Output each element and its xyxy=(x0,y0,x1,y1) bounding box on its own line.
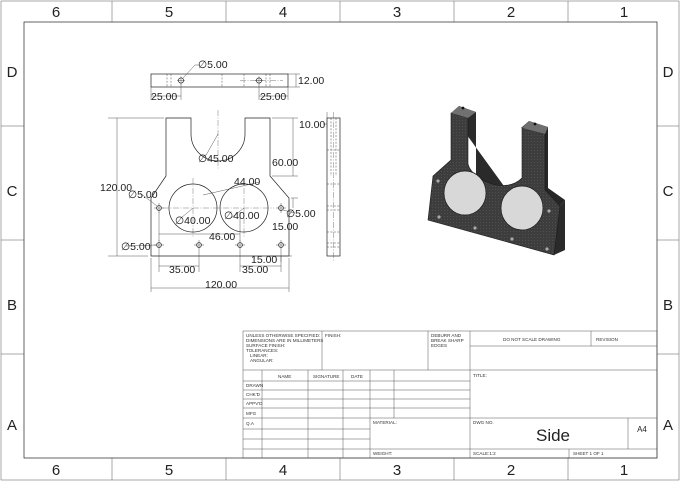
zone-col-3-top: 3 xyxy=(393,4,401,21)
dim-bottom-hole-dia: ∅5.00 xyxy=(121,241,151,253)
side-view xyxy=(323,112,341,262)
tb-scale: SCALE:1:2 xyxy=(473,451,496,456)
tb-note-dimensions: DIMENSIONS ARE IN MILLIMETERS xyxy=(246,338,323,343)
dim-overall-width-120: 120.00 xyxy=(205,279,237,291)
zone-row-c-right: C xyxy=(663,183,674,200)
tb-row-chkd: CHK'D xyxy=(246,392,261,397)
tb-col-signature: SIGNATURE xyxy=(313,374,339,379)
tb-finish: FINISH: xyxy=(325,333,341,338)
dim-spacing-46: 46.00 xyxy=(209,231,235,243)
tb-sheet: SHEET 1 OF 1 xyxy=(573,451,604,456)
tb-row-qa: Q.A xyxy=(246,421,255,426)
zone-col-5-bottom: 5 xyxy=(165,462,173,479)
dim-circle-left-dia: ∅40.00 xyxy=(175,215,211,227)
dim-top-height-12: 12.00 xyxy=(298,75,324,87)
tb-revision: REVISION xyxy=(596,337,618,342)
zone-row-a-right: A xyxy=(663,417,673,434)
tb-note-angular: ANGULAR: xyxy=(250,358,274,363)
zone-col-6-top: 6 xyxy=(52,4,60,21)
tb-material: MATERIAL: xyxy=(373,420,397,425)
dim-top-left-25: 25.00 xyxy=(151,91,177,103)
zone-row-d-right: D xyxy=(663,64,674,81)
dim-right-hole-dia: ∅5.00 xyxy=(286,208,316,220)
dim-offset-15-right: 15.00 xyxy=(272,221,298,233)
zone-col-1-bottom: 1 xyxy=(620,462,628,479)
zone-col-4-bottom: 4 xyxy=(279,462,287,479)
zone-col-6-bottom: 6 xyxy=(52,462,60,479)
dim-top-right-25: 25.00 xyxy=(260,91,286,103)
zone-col-1-top: 1 xyxy=(620,4,628,21)
tb-deburr-2: BREAK SHARP xyxy=(431,338,464,343)
dim-left-35: 35.00 xyxy=(169,264,195,276)
tb-deburr-1: DEBURR AND xyxy=(431,333,462,338)
top-view xyxy=(150,64,300,100)
tb-note-unless: UNLESS OTHERWISE SPECIFIED: xyxy=(246,333,320,338)
dim-bottom-15: 15.00 xyxy=(251,254,277,266)
zone-col-2-bottom: 2 xyxy=(507,462,515,479)
front-view xyxy=(108,110,298,292)
tb-col-name: NAME xyxy=(278,374,291,379)
zone-col-3-bottom: 3 xyxy=(393,462,401,479)
tb-note-linear: LINEAR: xyxy=(250,353,268,358)
dim-overall-height-120: 120.00 xyxy=(100,182,132,194)
tb-title-label: TITLE: xyxy=(473,373,487,378)
dim-top-hole-dia: ∅5.00 xyxy=(198,59,228,71)
tb-row-mfg: MFG xyxy=(246,411,257,416)
dim-side-thickness-10: 10.00 xyxy=(299,119,325,131)
zone-col-2-top: 2 xyxy=(507,4,515,21)
zone-row-b-right: B xyxy=(663,297,673,314)
tb-size: A4 xyxy=(637,425,647,434)
dim-height-60: 60.00 xyxy=(272,157,298,169)
tb-note-surface: SURFACE FINISH: xyxy=(246,343,285,348)
isometric-view xyxy=(427,106,565,256)
zone-row-b-left: B xyxy=(7,297,17,314)
dim-right-35: 35.00 xyxy=(242,264,268,276)
tb-note-tolerances: TOLERANCES: xyxy=(246,348,278,353)
title-block-lines xyxy=(242,330,658,459)
tb-deburr-3: EDGES xyxy=(431,343,447,348)
dim-left-hole-dia: ∅5.00 xyxy=(128,189,158,201)
zone-row-d-left: D xyxy=(7,64,18,81)
zone-col-5-top: 5 xyxy=(165,4,173,21)
zone-col-4-top: 4 xyxy=(279,4,287,21)
tb-dwg-no-label: DWG NO. xyxy=(473,420,494,425)
dim-circle-right-dia: ∅40.00 xyxy=(224,210,260,222)
tb-col-date: DATE xyxy=(351,374,363,379)
zone-row-c-left: C xyxy=(7,183,18,200)
tb-weight: WEIGHT: xyxy=(373,451,392,456)
tb-do-not-scale: DO NOT SCALE DRAWING xyxy=(503,337,561,342)
tb-row-appvd: APPV'D xyxy=(246,401,263,406)
tb-row-drawn: DRAWN xyxy=(246,383,263,388)
dim-spacing-44: 44.00 xyxy=(234,176,260,188)
tb-dwg-no: Side xyxy=(536,426,570,445)
dim-arc-dia-45: ∅45.00 xyxy=(198,153,234,165)
zone-row-a-left: A xyxy=(7,417,17,434)
